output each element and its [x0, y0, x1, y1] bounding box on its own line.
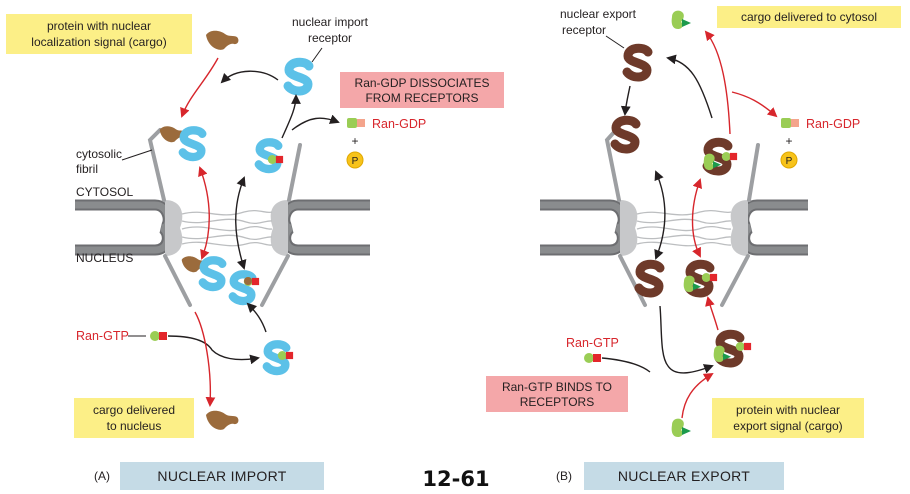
ran-gtp-icon-b: [584, 353, 601, 363]
plus-b: +: [785, 134, 792, 148]
svg-text:P: P: [352, 156, 359, 167]
caption-a: (A) NUCLEAR IMPORT: [94, 462, 324, 490]
arrows-a: [167, 57, 340, 407]
plus-a: +: [351, 134, 358, 148]
cargo-label-box-a: protein with nuclear localization signal…: [6, 14, 192, 54]
figure-number: 12-61: [422, 467, 489, 491]
binds-line1: Ran-GTP BINDS TO: [502, 380, 612, 394]
export-cargo-line2: export signal (cargo): [733, 419, 842, 433]
ran-gtp-label-b: Ran-GTP: [566, 336, 619, 350]
cargo-icon-delivered-b: [671, 10, 691, 29]
fibril-label-line2: fibril: [76, 162, 98, 176]
delivered-cytosol-text: cargo delivered to cytosol: [741, 10, 877, 24]
receptor-ran-gtp-lower: [267, 344, 294, 371]
phosphate-icon-a: P: [346, 151, 364, 169]
ran-gdp-icon-a: [347, 118, 365, 128]
ran-gdp-label-a: Ran-GDP: [372, 117, 426, 131]
receptor-cargo-complex-cyto: [159, 126, 203, 157]
panel-a-import: protein with nuclear localization signal…: [6, 14, 504, 438]
arrows-b: [601, 30, 778, 419]
delivered-nucleus-line1: cargo delivered: [93, 403, 175, 417]
ran-gtp-label-a: Ran-GTP: [76, 329, 129, 343]
delivered-nucleus-box: cargo delivered to nucleus: [74, 398, 194, 438]
ran-gtp-icon-a: [150, 331, 167, 341]
cargo-icon-delivered-a: [206, 410, 239, 430]
nuclear-envelope-b: [540, 199, 808, 256]
export-complex-lower: [713, 334, 752, 363]
delivered-nucleus-line2: to nucleus: [107, 419, 162, 433]
dissociates-line1: Ran-GDP DISSOCIATES: [355, 76, 490, 90]
export-receptor-nuc: [639, 264, 660, 293]
import-receptor-label-line1: nuclear import: [292, 15, 369, 29]
ran-gdp-icon-b: [781, 118, 799, 128]
dissociates-box: Ran-GDP DISSOCIATES FROM RECEPTORS: [340, 72, 504, 108]
nuclear-envelope-a: [75, 199, 370, 256]
caption-b: (B) NUCLEAR EXPORT: [556, 462, 784, 490]
phosphate-icon-b: P: [780, 151, 798, 169]
panel-title-b: NUCLEAR EXPORT: [618, 468, 750, 484]
export-cargo-line1: protein with nuclear: [736, 403, 840, 417]
cargo-icon-free-a: [206, 30, 239, 50]
binds-box: Ran-GTP BINDS TO RECEPTORS: [486, 376, 628, 412]
import-receptor-label-line2: receptor: [308, 31, 352, 45]
dissociates-line2: FROM RECEPTORS: [365, 91, 478, 105]
panel-b-export: nuclear export receptor cargo delivered …: [486, 6, 901, 438]
receptor-icon-free-a: [288, 62, 309, 91]
ran-gdp-label-b: Ran-GDP: [806, 117, 860, 131]
panel-letter-a: (A): [94, 469, 110, 483]
nucleus-label: NUCLEUS: [76, 251, 133, 265]
receptor-ran-gtp-cyto: [259, 142, 284, 169]
export-receptor-free: [627, 48, 648, 77]
export-cargo-label-box: protein with nuclear export signal (carg…: [712, 398, 864, 438]
export-receptor-cyto: [615, 120, 636, 149]
receptor-ran-gtp-nuc: [233, 274, 260, 301]
panel-title-a: NUCLEAR IMPORT: [157, 468, 286, 484]
cytosol-label: CYTOSOL: [76, 185, 133, 199]
export-receptor-label-line1: nuclear export: [560, 7, 637, 21]
cargo-label-a-line2: localization signal (cargo): [31, 35, 166, 49]
binds-line2: RECEPTORS: [520, 395, 594, 409]
export-receptor-label-line2: receptor: [562, 23, 606, 37]
export-complex-nuc: [683, 264, 718, 293]
panel-letter-b: (B): [556, 469, 572, 483]
svg-text:P: P: [786, 156, 793, 167]
export-complex-cyto: [704, 142, 738, 171]
receptor-cargo-complex-nuc: [181, 256, 223, 287]
nuclear-pore-a: [147, 128, 302, 307]
cargo-label-a-line1: protein with nuclear: [47, 19, 151, 33]
delivered-cytosol-box: cargo delivered to cytosol: [717, 6, 901, 28]
cargo-icon-free-b: [671, 418, 691, 437]
fibril-label-line1: cytosolic: [76, 147, 122, 161]
